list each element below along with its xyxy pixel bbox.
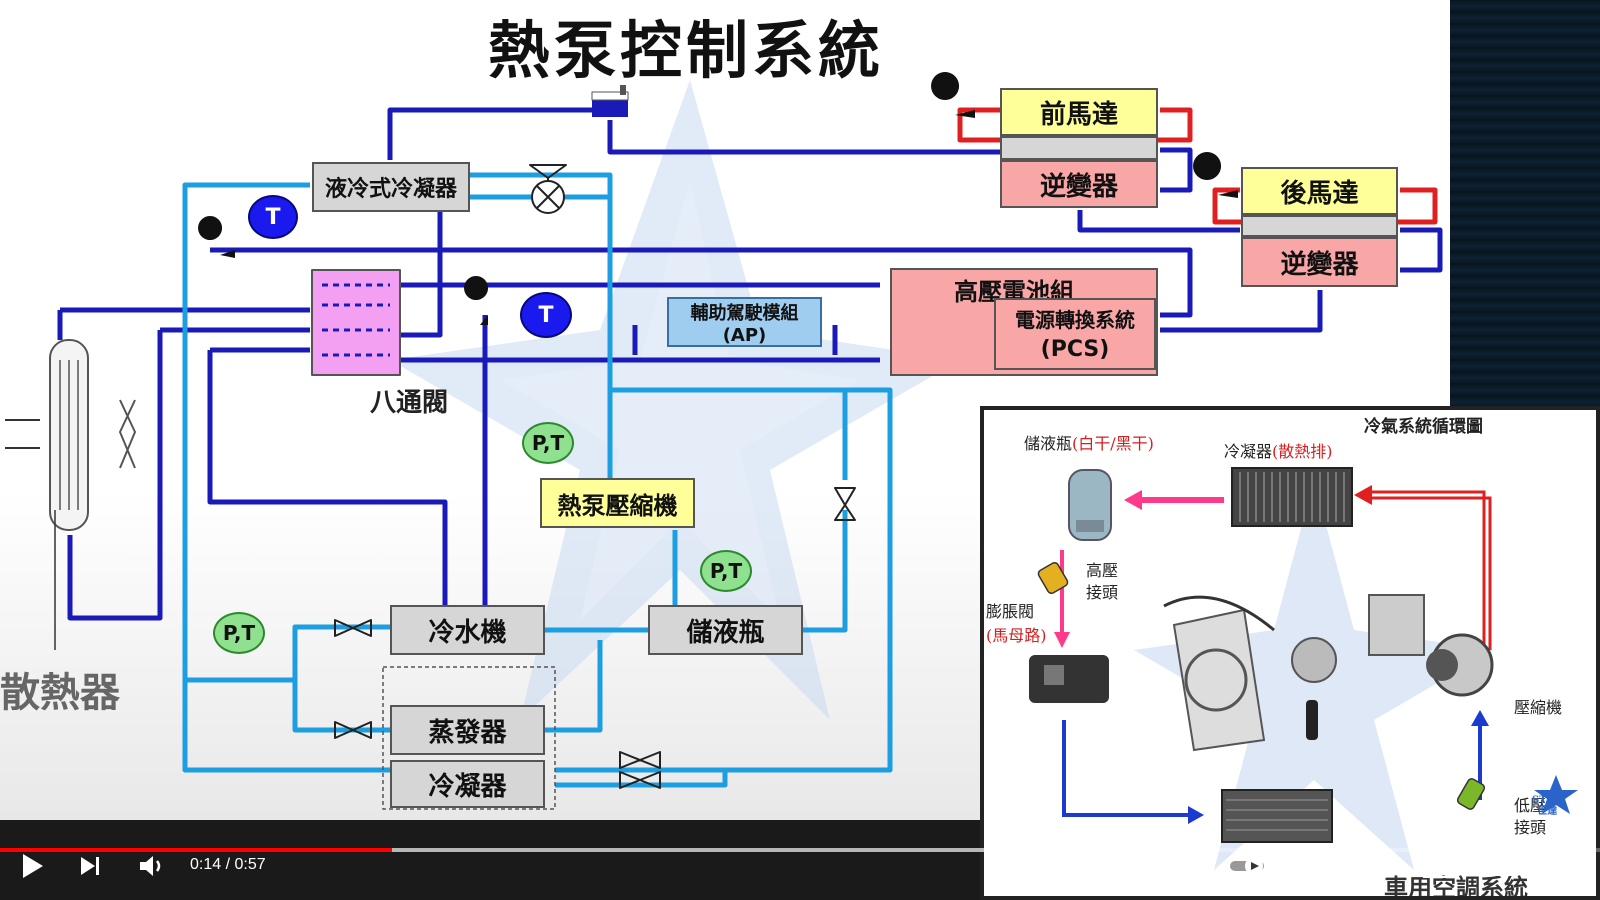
eight-way-valve-label: 八通閥 [370,388,449,418]
pcs-label-line2: (PCS) [1040,337,1110,362]
autoplay-icon [1230,857,1264,875]
theater-icon [1485,858,1513,876]
inset-low-pressure-label: 低壓 接頭 [1514,796,1547,837]
receiver-box: 儲液瓶 [648,605,803,655]
front-inverter-box: 逆變器 [1000,160,1158,208]
miniplayer-icon [1423,856,1451,878]
gear-icon [1365,855,1389,879]
fullscreen-button[interactable] [1544,852,1578,882]
temperature-sensor-2: T [520,292,572,338]
inset-bottom-caption: 車用空調系統 [1384,873,1528,900]
front-connector-strip [1000,136,1158,160]
theater-button[interactable] [1482,852,1516,882]
background-strip [1450,0,1600,410]
pt-sensor-1: P,T [522,422,574,464]
progress-played [0,848,392,852]
inset-compressor-label: 壓縮機 [1514,698,1563,717]
condenser-box: 冷凝器 [390,760,545,808]
autoplay-toggle[interactable] [1228,856,1268,876]
ac-cycle-inset: 冷氣系統循環圖 儲液瓶(白干/黑干) 冷凝器(散熱排) 高壓 接頭 膨脹閥 (馬… [980,406,1600,900]
progress-bar[interactable] [0,848,1600,852]
pcs-box: 電源轉換系統 (PCS) [994,298,1156,370]
rear-motor-box: 後馬達 [1241,167,1398,215]
next-button[interactable] [72,848,108,884]
volume-button[interactable] [134,848,170,884]
heat-pump-compressor-box: 熱泵壓縮機 [540,478,695,528]
inset-expansion-label: 膨脹閥 (馬母路) [986,602,1047,645]
rear-inverter-box: 逆變器 [1241,237,1398,287]
liquid-condenser-box: 液冷式冷凝器 [312,162,470,212]
inset-graphics [1029,467,1578,870]
inset-receiver-label: 儲液瓶(白干/黑干) [1024,434,1154,453]
slide-title: 熱泵控制系統 [488,14,885,87]
radiator-label: 散熱器 [0,670,120,716]
inset-high-pressure-label: 高壓 接頭 [1086,561,1119,602]
miniplayer-button[interactable] [1420,852,1454,882]
temperature-sensor-1: T [248,195,298,239]
pt-sensor-3: P,T [213,612,265,654]
pt-sensor-2: P,T [700,550,752,592]
ap-module-box: 輔助駕駛模組 (AP) [667,297,822,347]
diagram-lines [5,72,1443,810]
front-motor-box: 前馬達 [1000,88,1158,136]
volume-icon [140,856,161,876]
progress-buffered [0,848,1104,852]
ap-label-line2: (AP) [722,324,767,346]
fullscreen-icon [1548,854,1574,880]
evaporator-box: 蒸發器 [390,705,545,755]
ap-label-line1: 輔助駕駛模組 [690,302,799,324]
inset-title: 冷氣系統循環圖 [1364,417,1483,437]
chiller-box: 冷水機 [390,605,545,655]
inset-logo-text: STAR 世達 [1532,795,1563,817]
player-controls: 0:14 / 0:57 [0,826,1600,900]
play-icon [23,854,43,878]
subtitles-button[interactable] [1300,852,1334,880]
battery-box: 高壓電池組 電源轉換系統 (PCS) [890,268,1158,376]
rear-connector-strip [1241,215,1398,237]
inset-condenser-label: 冷凝器(散熱排) [1224,442,1333,461]
play-button[interactable] [14,848,50,884]
pcs-label-line1: 電源轉換系統 [1015,308,1135,332]
settings-button[interactable] [1360,852,1394,882]
subtitles-icon [1304,856,1330,876]
next-icon [81,857,99,875]
time-display: 0:14 / 0:57 [190,856,266,873]
